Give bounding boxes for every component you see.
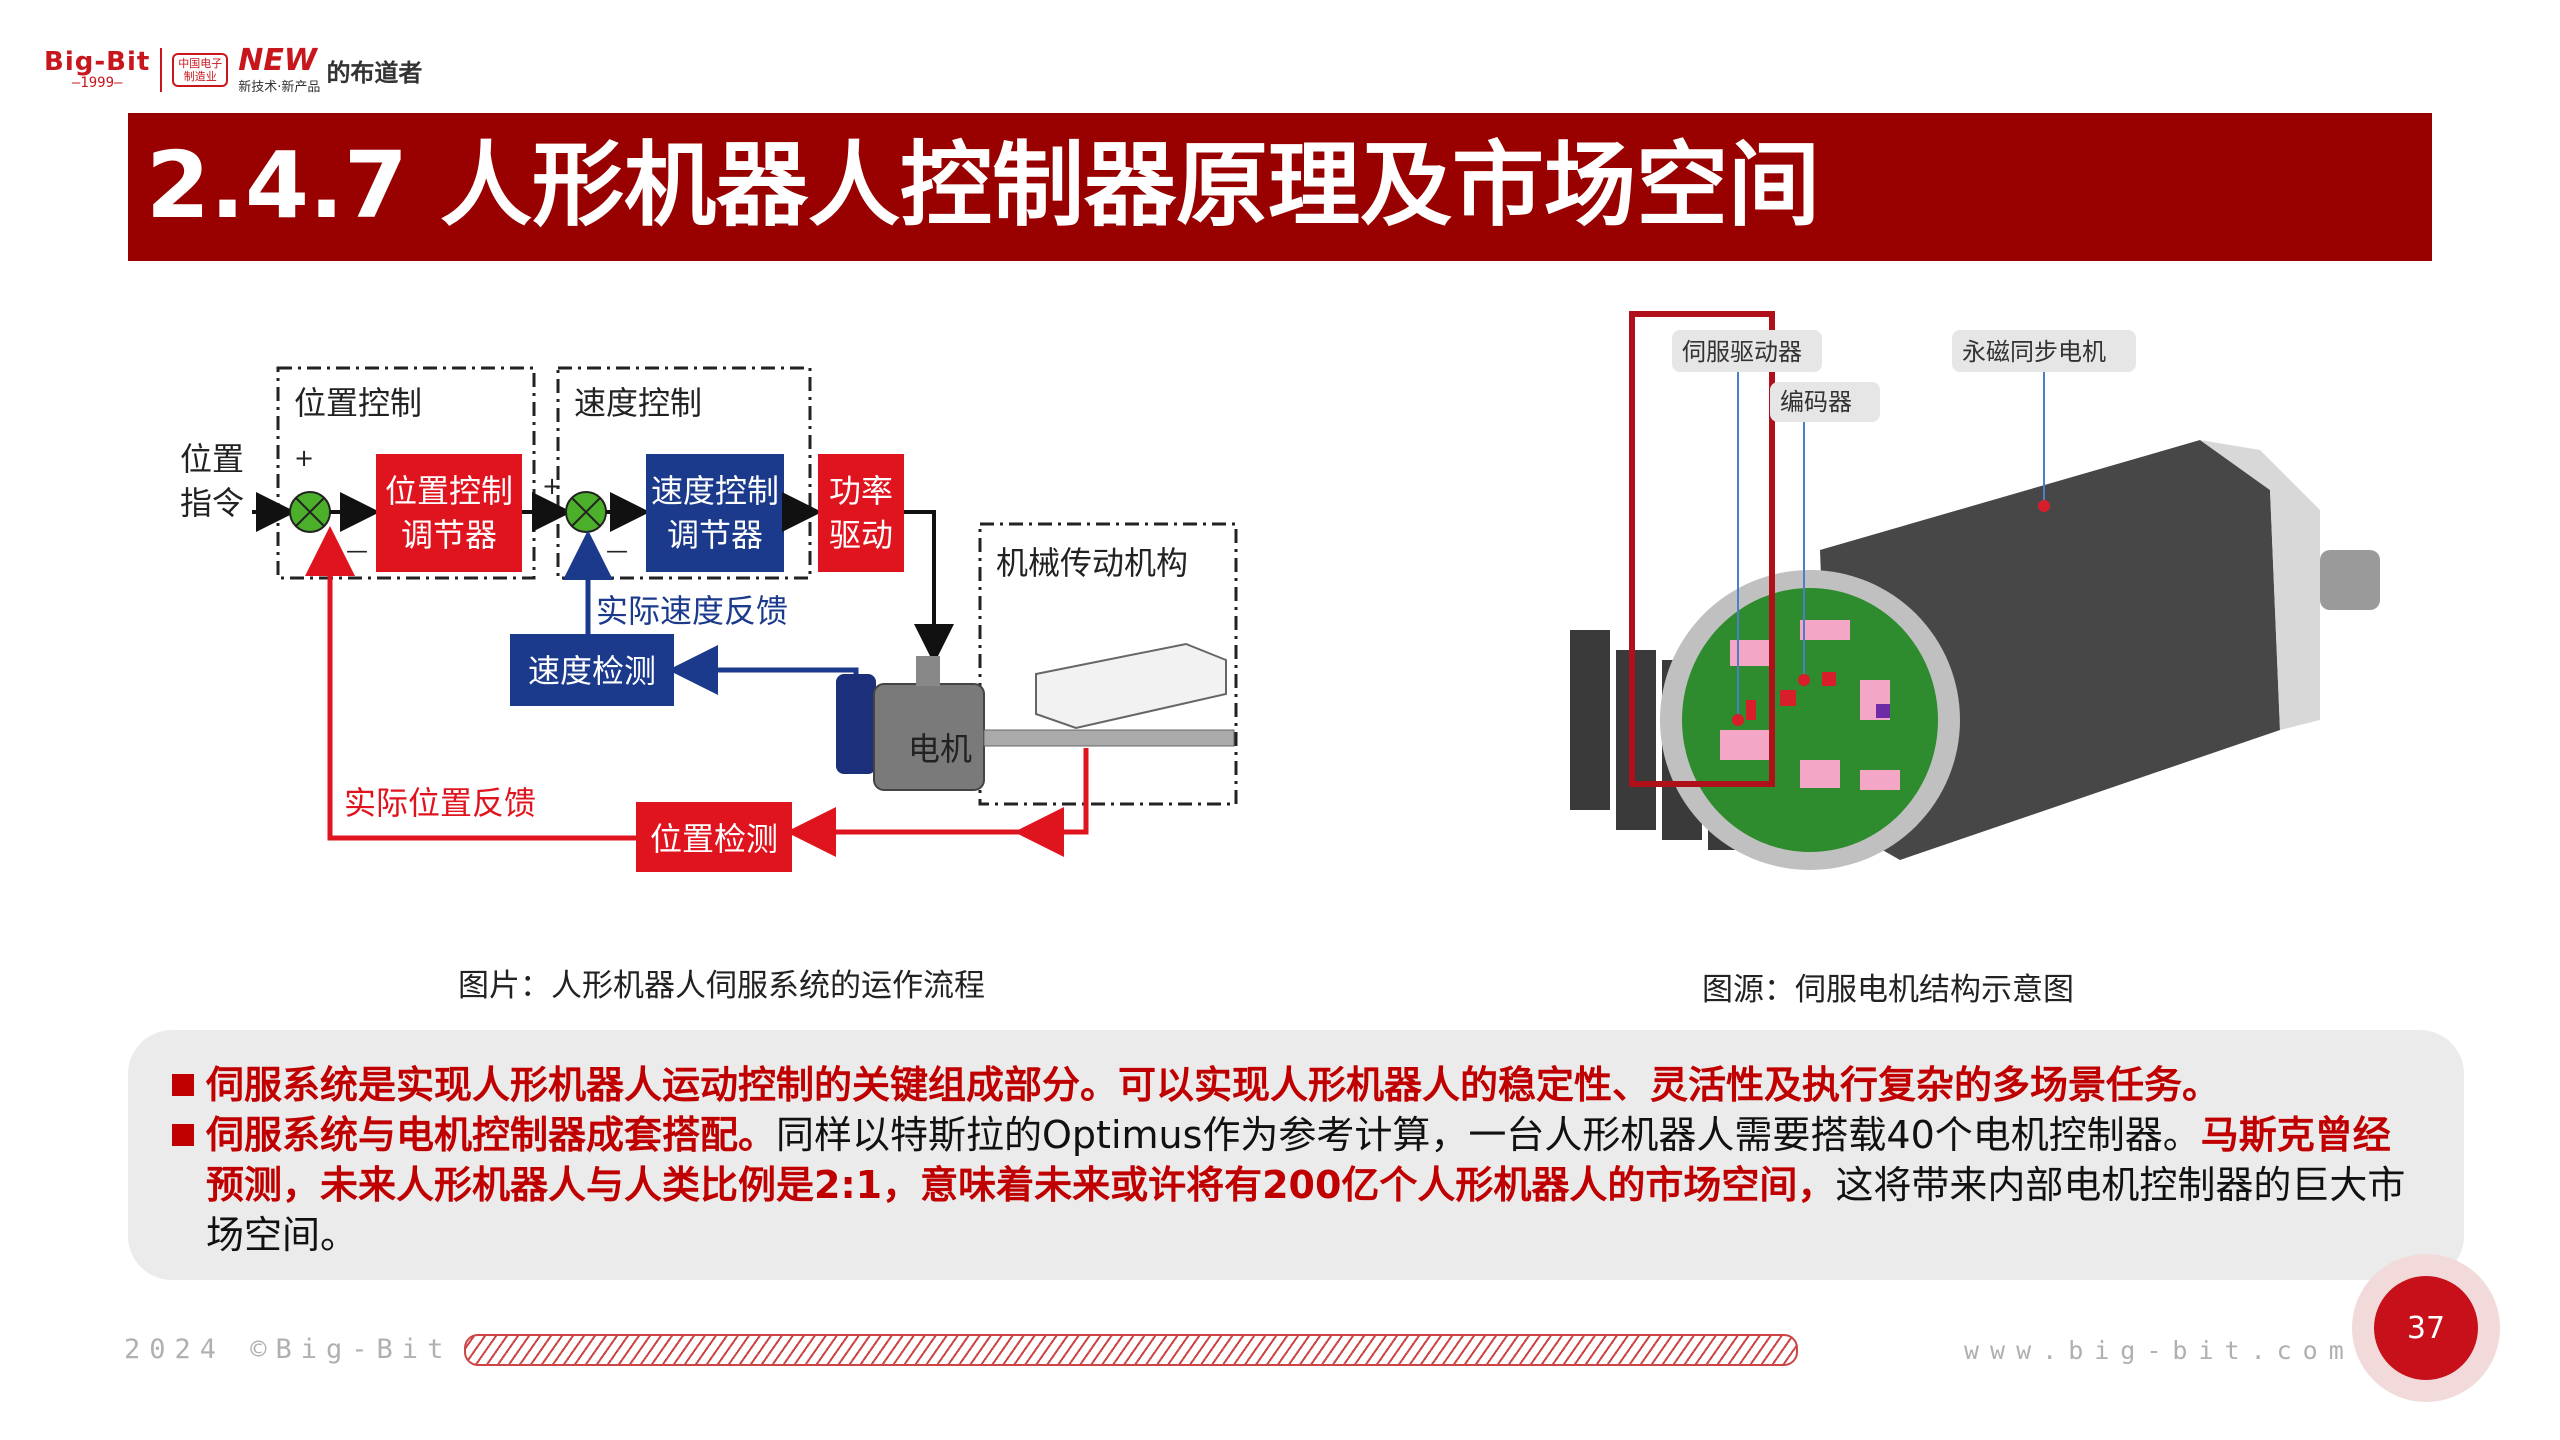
position-control-group <box>276 366 536 580</box>
encoder-label: 编码器 <box>1780 388 1852 416</box>
left-figure-caption: 图片：人形机器人伺服系统的运作流程 <box>458 968 985 1004</box>
slide-title: 2.4.7 人形机器人控制器原理及市场空间 <box>146 132 1820 239</box>
logo-brand-block: Big-Bit —1999— <box>44 49 150 91</box>
motor-shaft-icon <box>2320 550 2380 610</box>
footer-website: www.big-bit.com <box>1964 1336 2355 1365</box>
minus-sign-2: — <box>606 539 628 564</box>
brand-logo: Big-Bit —1999— 中国电子制造业 NEW 新技术·新产品 的布道者 <box>44 40 422 100</box>
mechanical-transmission-label: 机械传动机构 <box>996 544 1188 582</box>
power-drive-label-2: 驱动 <box>829 516 893 554</box>
power-drive-block <box>818 454 904 572</box>
position-regulator-label-2: 调节器 <box>401 516 497 554</box>
footer-copyright: 2024 ©Big-Bit <box>124 1334 453 1365</box>
logo-brand: Big-Bit <box>44 47 151 77</box>
motor-label: 电机 <box>908 730 972 768</box>
summary-panel <box>128 1030 2464 1280</box>
logo-year: —1999— <box>71 75 123 91</box>
right-figure-caption: 图源：伺服电机结构示意图 <box>1702 972 2074 1008</box>
minus-sign: — <box>346 539 368 564</box>
bullet-2-text-b: 同样以特斯拉的Optimus作为参考计算，一台人形机器人需要搭载40个电机控制器… <box>776 1113 2201 1157</box>
driver-highlight-box <box>1629 311 1775 787</box>
plus-sign: + <box>294 444 314 472</box>
speed-control-group <box>556 366 812 580</box>
logo-new-sub: 新技术·新产品 <box>238 79 321 95</box>
speed-detection-block <box>510 634 674 706</box>
logo-tagline: 的布道者 <box>326 58 423 87</box>
bullet-square-icon <box>172 1074 194 1096</box>
servo-motor-illustration: 伺服驱动器 编码器 永磁同步电机 <box>1570 311 2380 870</box>
logo-new-word: NEW <box>238 42 317 78</box>
speed-feedback-label: 实际速度反馈 <box>596 592 788 630</box>
bullet-square-icon <box>172 1124 194 1146</box>
power-drive-label: 功率 <box>829 472 893 510</box>
position-regulator-label: 位置控制 <box>385 472 513 510</box>
page-number-badge: 37 <box>2352 1254 2500 1402</box>
speed-control-label: 速度控制 <box>574 384 702 422</box>
speed-detection-label: 速度检测 <box>528 652 656 690</box>
position-regulator-block <box>376 454 522 572</box>
bullet-item-1: 伺服系统是实现人形机器人运动控制的关键组成部分。可以实现人形机器人的稳定性、灵活… <box>172 1060 2412 1110</box>
position-command-label-2: 指令 <box>180 484 244 522</box>
bullet-2-text-c: 马斯克曾经预测，未来人形机器人与人类比例是2:1，意味着未来或许将有200亿个人… <box>206 1113 2391 1207</box>
speed-regulator-label-2: 调节器 <box>667 516 763 554</box>
position-control-label: 位置控制 <box>294 384 422 422</box>
linear-slide-icon <box>1035 642 1227 730</box>
logo-new-block: NEW 新技术·新产品 <box>238 42 321 95</box>
title-bar: 2.4.7 人形机器人控制器原理及市场空间 <box>128 113 2432 261</box>
position-feedback-label: 实际位置反馈 <box>344 784 536 822</box>
motor-encoder-icon <box>836 674 876 774</box>
pm-motor-label: 永磁同步电机 <box>1962 338 2106 366</box>
speed-regulator-block <box>646 454 784 572</box>
speed-regulator-label: 速度控制 <box>651 472 779 510</box>
servo-loop-diagram: 位置控制 速度控制 位置 指令 + — 位置控制 调节器 + — 速度控制 调节… <box>180 366 1238 872</box>
bullet-2-text-a: 伺服系统与电机控制器成套搭配。 <box>206 1113 777 1157</box>
position-detection-label: 位置检测 <box>650 820 778 858</box>
logo-separator <box>160 48 163 92</box>
position-detection-block <box>636 802 792 872</box>
plus-sign-2: + <box>542 472 562 500</box>
servo-driver-label: 伺服驱动器 <box>1682 338 1802 366</box>
bullet-1-text: 伺服系统是实现人形机器人运动控制的关键组成部分。可以实现人形机器人的稳定性、灵活… <box>206 1063 2221 1107</box>
logo-org-badge: 中国电子制造业 <box>172 53 229 87</box>
page-number: 37 <box>2374 1276 2478 1380</box>
mechanical-group <box>978 522 1238 806</box>
position-command-label: 位置 <box>180 440 244 478</box>
footer-hatch-bar <box>464 1334 1798 1366</box>
bullet-list: 伺服系统是实现人形机器人运动控制的关键组成部分。可以实现人形机器人的稳定性、灵活… <box>172 1060 2412 1260</box>
bullet-2-text-d: 这将带来内部电机控制器的巨大市场空间。 <box>206 1163 2406 1257</box>
bullet-item-2: 伺服系统与电机控制器成套搭配。同样以特斯拉的Optimus作为参考计算，一台人形… <box>172 1110 2412 1260</box>
